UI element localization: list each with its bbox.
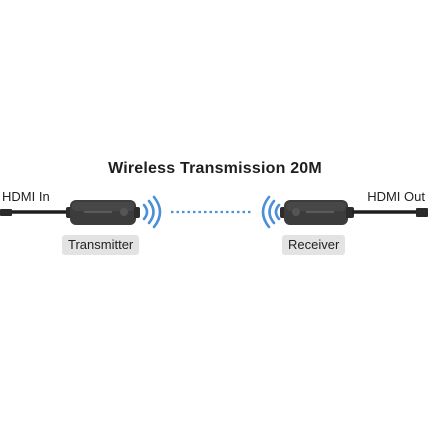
transmitter-signal-icon <box>142 195 162 229</box>
transmitter-label: Transmitter <box>62 235 140 255</box>
hdmi-in-label: HDMI In <box>2 189 50 204</box>
hdmi-out-label: HDMI Out <box>367 189 425 204</box>
transmitter-device <box>66 200 140 225</box>
diagram-title: Wireless Transmission 20M <box>108 160 322 177</box>
hdmi-in-cable <box>0 209 68 216</box>
receiver-label: Receiver <box>282 235 346 255</box>
receiver-signal-icon <box>261 195 281 229</box>
receiver-device <box>280 200 354 225</box>
hdmi-out-cable <box>352 208 428 217</box>
